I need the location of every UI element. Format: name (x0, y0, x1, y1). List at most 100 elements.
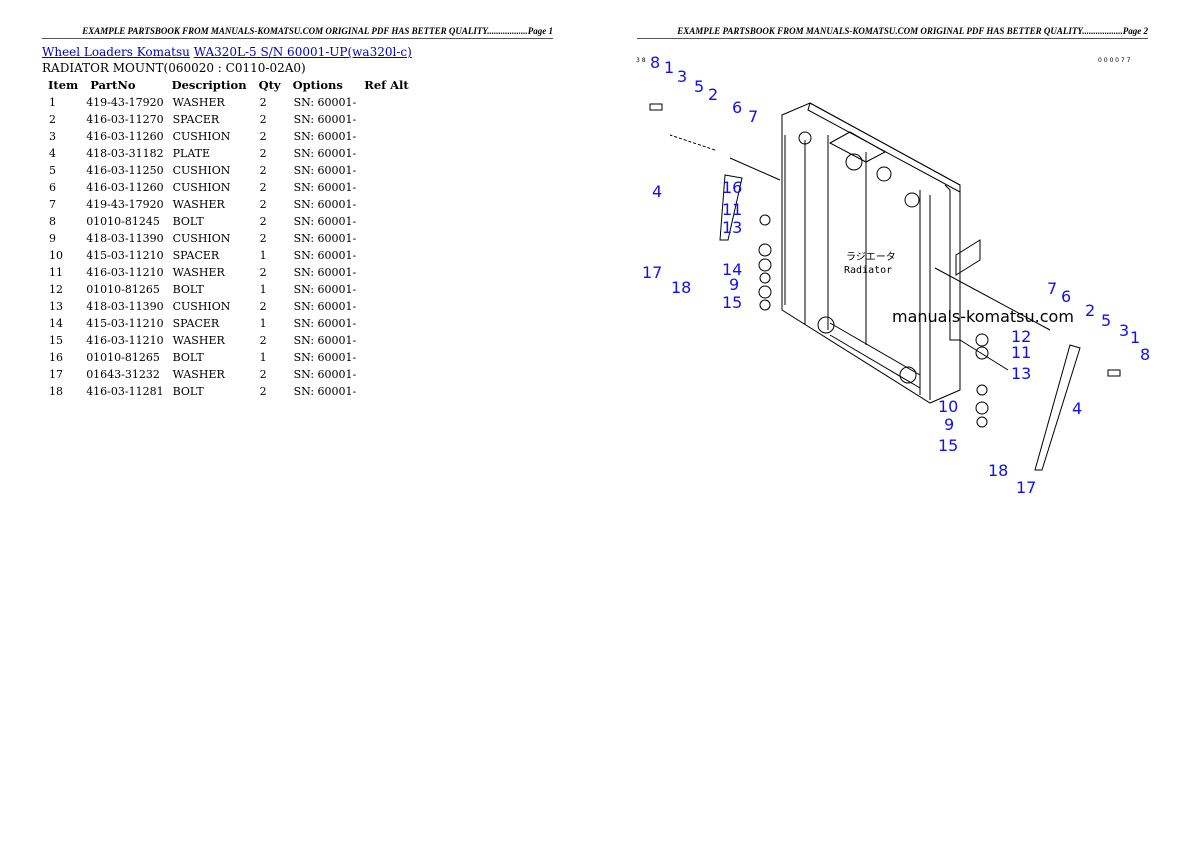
table-cell: 418-03-11390 (86, 232, 164, 245)
table-cell: SN: 60001- (293, 198, 357, 211)
table-cell: 1 (259, 351, 267, 364)
table-cell: SPACER (172, 317, 220, 330)
breadcrumb-link-model[interactable]: WA320L-5 S/N 60001-UP(wa320l-c) (193, 45, 412, 59)
table-cell: 17 (49, 368, 63, 381)
table-cell: 10 (49, 249, 63, 262)
table-cell: 01010-81265 (86, 283, 160, 296)
parts-diagram: 3 8 0 0 0 0 7 7 ラジエータ Radiator manuals-k… (636, 53, 1150, 497)
callout-11: 11 (722, 200, 742, 219)
table-cell: 12 (49, 283, 63, 296)
callout-9: 9 (729, 275, 739, 294)
callout-6: 6 (1061, 287, 1071, 306)
table-cell: 11 (49, 266, 63, 279)
table-cell: 1 (259, 317, 267, 330)
callout-16: 16 (722, 178, 742, 197)
callout-9: 9 (944, 415, 954, 434)
callout-1: 1 (1130, 328, 1140, 347)
table-cell: 419-43-17920 (86, 96, 164, 109)
table-cell: BOLT (172, 351, 204, 364)
table-cell: 01643-31232 (86, 368, 160, 381)
callout-14: 14 (722, 260, 742, 279)
table-row: 16 01010-81265 BOLT 1 SN: 60001- (42, 349, 415, 366)
page2-header: EXAMPLE PARTSBOOK FROM MANUALS-KOMATSU.C… (637, 26, 1148, 39)
table-cell: 8 (49, 215, 56, 228)
table-cell: SN: 60001- (293, 317, 357, 330)
table-cell: SN: 60001- (293, 113, 357, 126)
table-cell: SPACER (172, 249, 220, 262)
table-cell: 416-03-11210 (86, 334, 164, 347)
watermark: manuals-komatsu.com (892, 307, 1074, 326)
table-cell: 2 (259, 113, 267, 126)
table-cell: SPACER (172, 113, 220, 126)
callout-5: 5 (1101, 311, 1111, 330)
table-cell: WASHER (172, 334, 225, 347)
callout-1: 1 (664, 58, 674, 77)
table-cell: SN: 60001- (293, 96, 357, 109)
table-cell: 2 (259, 215, 267, 228)
diagram-code-left: 3 8 (636, 57, 646, 64)
table-cell: 1 (259, 249, 267, 262)
table-cell: 416-03-11260 (86, 181, 164, 194)
table-cell: WASHER (172, 198, 225, 211)
table-cell: BOLT (172, 215, 204, 228)
table-cell: SN: 60001- (293, 266, 357, 279)
table-cell: 2 (259, 266, 267, 279)
table-cell: 9 (49, 232, 56, 245)
table-cell: PLATE (172, 147, 211, 160)
table-cell: 6 (49, 181, 56, 194)
table-cell: SN: 60001- (293, 130, 357, 143)
table-cell: 2 (259, 232, 267, 245)
table-cell: 01010-81265 (86, 351, 160, 364)
callout-11: 11 (1011, 343, 1031, 362)
column-header: PartNo (90, 77, 136, 92)
diagram-code-right: 0 0 0 0 7 7 (1098, 57, 1131, 64)
callout-4: 4 (652, 182, 662, 201)
table-cell: SN: 60001- (293, 249, 357, 262)
table-cell: 415-03-11210 (86, 317, 164, 330)
table-cell: 16 (49, 351, 63, 364)
section-title: RADIATOR MOUNT(060020 : C0110-02A0) (42, 61, 306, 75)
table-cell: 01010-81245 (86, 215, 160, 228)
column-header: Ref Alt (364, 77, 409, 92)
callout-13: 13 (1011, 364, 1031, 383)
table-cell: SN: 60001- (293, 164, 357, 177)
table-cell: 2 (259, 368, 267, 381)
callout-7: 7 (1047, 279, 1057, 298)
table-cell: 2 (259, 147, 267, 160)
callout-13: 13 (722, 218, 742, 237)
callout-15: 15 (938, 436, 958, 455)
callout-10: 10 (938, 397, 958, 416)
table-cell: SN: 60001- (293, 283, 357, 296)
table-cell: 2 (259, 96, 267, 109)
column-header: Description (171, 77, 247, 92)
table-cell: CUSHION (172, 164, 231, 177)
table-cell: CUSHION (172, 232, 231, 245)
table-cell: 416-03-11250 (86, 164, 164, 177)
table-cell: 416-03-11270 (86, 113, 164, 126)
table-cell: CUSHION (172, 181, 231, 194)
table-cell: 15 (49, 334, 63, 347)
callout-4: 4 (1072, 399, 1082, 418)
breadcrumb: Wheel Loaders Komatsu WA320L-5 S/N 60001… (42, 45, 412, 59)
callout-3: 3 (1119, 321, 1129, 340)
callout-7: 7 (748, 107, 758, 126)
callout-2: 2 (1085, 301, 1095, 320)
callout-12: 12 (1011, 327, 1031, 346)
breadcrumb-link-wheel-loaders[interactable]: Wheel Loaders Komatsu (42, 45, 190, 59)
table-cell: 416-03-11281 (86, 385, 164, 398)
table-cell: SN: 60001- (293, 334, 357, 347)
table-cell: SN: 60001- (293, 351, 357, 364)
callout-2: 2 (708, 85, 718, 104)
table-cell: SN: 60001- (293, 368, 357, 381)
